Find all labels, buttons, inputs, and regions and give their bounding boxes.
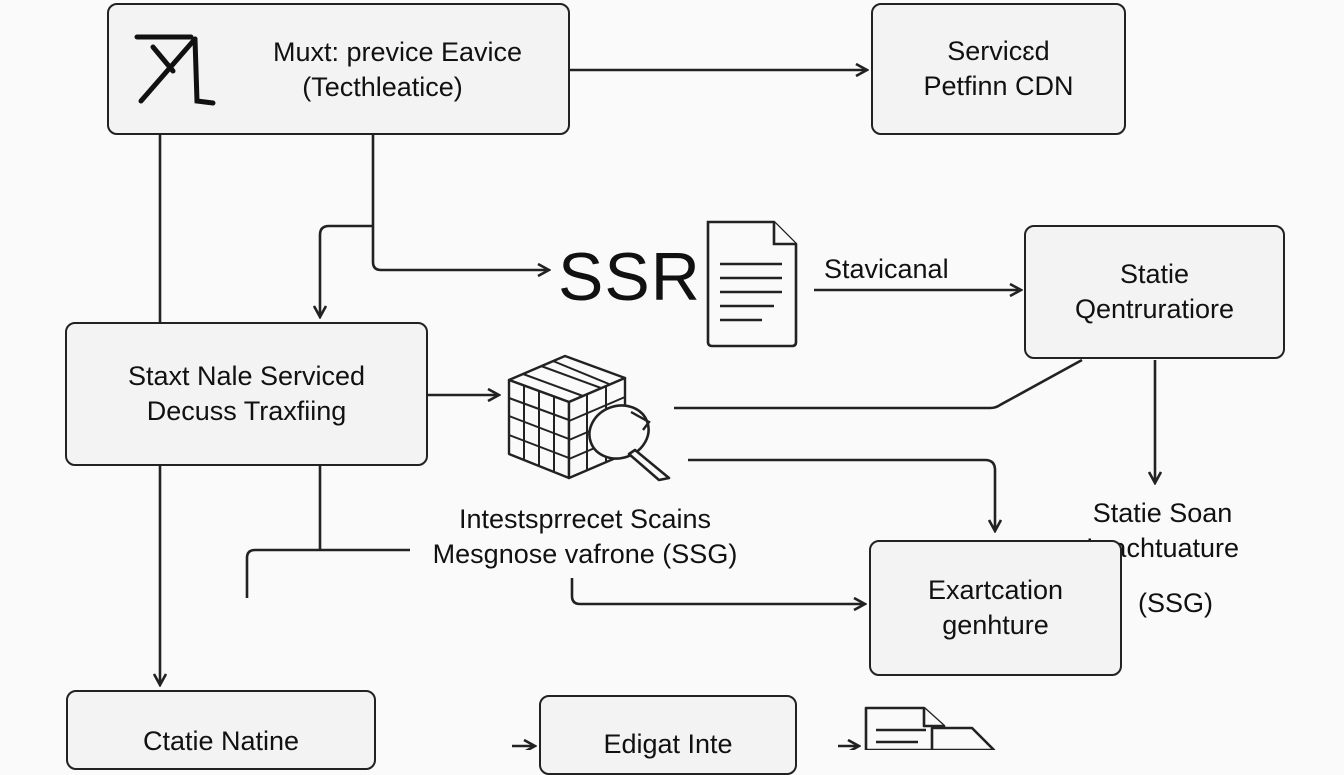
right-label-line1: Statie Soan [1092,498,1233,528]
node-top-right-line2: Petfinn CDN [923,71,1074,101]
node-bottom-right: Exartcation genhture [869,540,1122,676]
line-rightmid-to-cube [674,358,1083,410]
node-top-right: Servicɛd Petfinn CDN [871,3,1126,135]
arrow-branch-to-leftmid [320,224,373,316]
connector-layer [0,0,1344,750]
node-top-left-line1: Muxt: previce Eavice [272,37,523,67]
node-bottom-left: Ctatie Natine [66,690,376,770]
node-right-mid: Statie Qentruratiore [1024,225,1285,359]
node-right-mid-line2: Qentruratiore [1074,294,1235,324]
line-bracket-hook [245,548,410,598]
node-left-mid-line2: Decuss Traxfiing [146,396,347,426]
node-bottom-right-line2: genhture [942,610,1049,640]
x-logo-icon [129,27,221,122]
arrow-ssg-to-bottomright [570,578,864,604]
document-icon [704,218,800,353]
node-left-mid: Staxt Nale Serviced Decuss Traxfiing [65,322,428,466]
node-top-left: Muxt: previce Eavice (Tecthleatice) [107,3,570,135]
node-right-mid-line1: Statie [1119,259,1190,289]
center-label-line2: Mesgnose vafrone (SSG) [432,539,738,569]
node-bottom-right-line1: Exartcation [927,575,1064,605]
document-icon [862,706,997,755]
ssr-label: SSR [558,239,701,315]
center-label-line1: Intestsprrecet Scains [458,504,712,534]
node-bottom-left-line1: Ctatie Natine [142,726,300,756]
node-top-left-line2: (Tecthleatice) [302,72,463,102]
edge-label-stavicanal: Stavicanal [824,254,949,284]
node-left-mid-line1: Staxt Nale Serviced [127,361,366,391]
ssg-tag: (SSG) [1138,588,1214,618]
magnifier-icon [583,392,678,489]
node-top-right-line1: Servicɛd [947,36,1050,66]
arrow-cube-to-bottomright [688,458,995,530]
node-bottom-mid-line1: Edigat Inte [603,729,733,759]
arrow-topleft-to-ssr [371,135,548,270]
node-bottom-mid: Edigat Inte [539,695,797,775]
center-label: Intestsprrecet Scains Mesgnose vafrone (… [410,500,760,574]
